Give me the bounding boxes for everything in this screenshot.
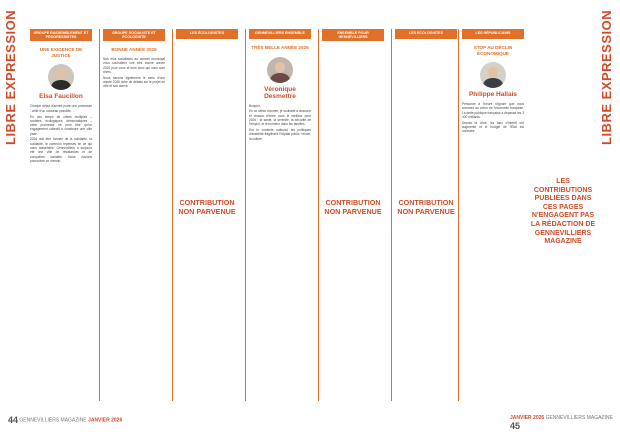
paragraph: Sur le contexte national, les politiques… xyxy=(249,127,311,141)
column-republicains: Les Républicains Stop au déclin économiq… xyxy=(462,29,524,409)
column-header: Ensemble pour Gennevilliers xyxy=(322,29,384,42)
page-number: 45 xyxy=(510,421,521,431)
column-ecologistes: Les écologistes Contribution non parvenu… xyxy=(176,29,238,409)
disclaimer-callout: Les contributions publiées dans ces page… xyxy=(530,178,596,246)
magazine-title: GENNEVILLIERS MAGAZINE xyxy=(19,417,87,424)
column-header: Les écologistes xyxy=(176,29,238,39)
column-text: Chaque début d'année porte une promesse … xyxy=(30,104,92,163)
person-name: Véronique Desmettre xyxy=(264,85,296,100)
column-divider xyxy=(99,29,100,401)
page-number: 44 xyxy=(8,415,19,425)
column-text: Nos élus socialistes au conseil municipa… xyxy=(103,57,165,89)
contribution-missing: Contribution non parvenue xyxy=(178,198,236,216)
column-slogan: Stop au déclin économique xyxy=(473,45,513,56)
column-rassemblement: Groupe Rassemblement et progressistes Un… xyxy=(30,29,92,409)
portrait-photo xyxy=(48,64,74,91)
magazine-title: GENNEVILLIERS MAGAZINE xyxy=(545,415,613,421)
column-divider xyxy=(391,29,392,401)
contribution-missing: Contribution non parvenue xyxy=(397,198,455,216)
paragraph: Personne à l'heure n'ignore que nous som… xyxy=(462,102,524,119)
column-divider xyxy=(172,29,173,401)
column-text: Bonjour, En ce début d'année, je souhait… xyxy=(249,104,311,141)
column-header: Les ecologistes xyxy=(395,29,457,39)
column-header: Les Républicains xyxy=(462,29,524,39)
column-divider xyxy=(318,29,319,401)
column-ecologistes-2: Les ecologistes Contribution non parvenu… xyxy=(395,29,457,409)
paragraph: Chaque début d'année porte une promesse … xyxy=(30,104,92,113)
portrait-photo xyxy=(480,62,506,88)
portrait xyxy=(249,56,311,83)
column-gennevilliers-ensemble: Gennevilliers Ensemble Très belle année … xyxy=(249,29,311,409)
footer-right: JANVIER 2026 GENNEVILLIERS MAGAZINE 45 xyxy=(510,415,620,431)
paragraph: Nous savons également le sens d'une anné… xyxy=(103,75,165,89)
column-header: Groupe socialiste et écologiste xyxy=(103,29,165,42)
issue-date: JANVIER 2026 xyxy=(88,417,123,424)
column-ensemble-pour-gennevilliers: Ensemble pour Gennevilliers Contribution… xyxy=(322,29,384,409)
paragraph: Bonjour, xyxy=(249,103,261,108)
issue-date: JANVIER 2026 xyxy=(510,415,545,421)
contribution-missing: Contribution non parvenue xyxy=(324,198,382,216)
column-divider xyxy=(458,29,459,401)
portrait-photo xyxy=(267,56,293,83)
side-title-left: LIBRE EXPRESSION xyxy=(3,10,18,146)
portrait xyxy=(30,64,92,91)
column-slogan: Bonne année 2026 xyxy=(111,47,157,53)
paragraph: En ce début d'année, je souhaite à chacu… xyxy=(249,109,311,127)
column-divider xyxy=(245,29,246,401)
column-header: Groupe Rassemblement et progressistes xyxy=(30,29,92,42)
column-header: Gennevilliers Ensemble xyxy=(249,29,311,39)
paragraph: Nos élus socialistes au conseil municipa… xyxy=(103,56,165,74)
footer-left: 44 GENNEVILLIERS MAGAZINE JANVIER 2026 xyxy=(8,415,122,425)
paragraph: Depuis la crise, les taux d'intérêt ont … xyxy=(462,120,524,134)
person-name: Philippe Hallais xyxy=(468,91,518,98)
paragraph: 2026 doit être l'année de la solidarité,… xyxy=(30,137,92,163)
column-slogan: Une exigence de justice xyxy=(39,47,83,58)
person-name: Elsa Faucillon xyxy=(39,93,83,101)
column-socialiste: Groupe socialiste et écologiste Bonne an… xyxy=(103,29,165,409)
side-title-right: LIBRE EXPRESSION xyxy=(599,10,614,146)
portrait xyxy=(462,62,524,88)
column-slogan: Très belle année 2026 xyxy=(251,45,309,50)
column-text: Personne à l'heure n'ignore que nous som… xyxy=(462,102,524,134)
paragraph: En ces temps de crises multiples – socia… xyxy=(30,114,92,136)
